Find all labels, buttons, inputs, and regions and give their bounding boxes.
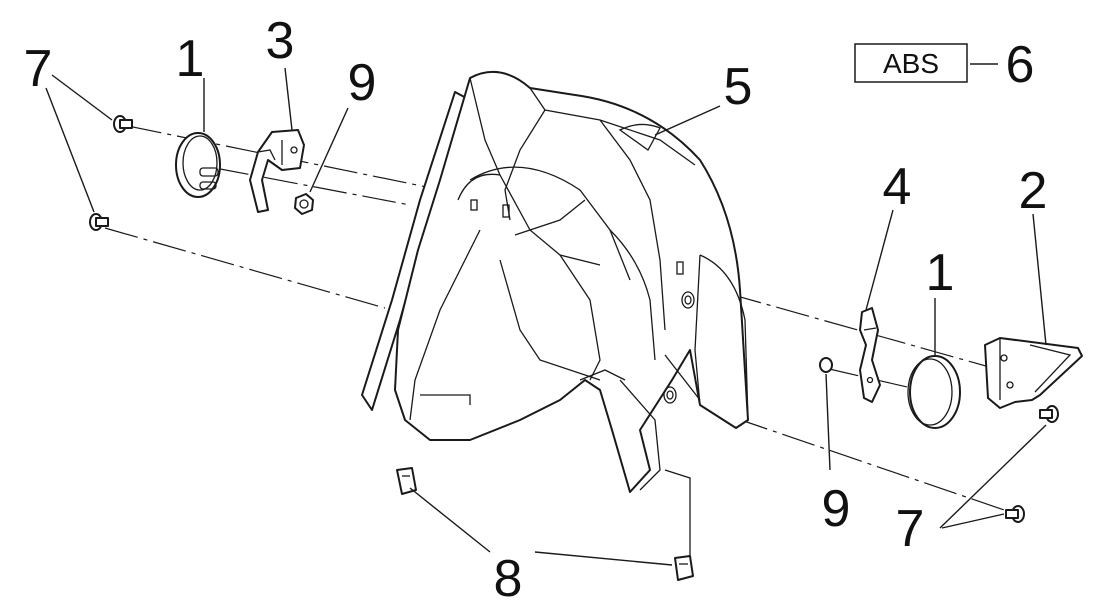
callout-5: 5 [724, 58, 753, 116]
callout-9-top: 9 [348, 54, 377, 112]
stay-bracket-right [984, 337, 1083, 409]
leader-lines [45, 63, 1047, 566]
callout-7-left: 7 [24, 40, 53, 98]
bracket-right [859, 307, 881, 403]
front-fender [361, 71, 749, 558]
clip-right [674, 555, 694, 581]
callout-9-bottom: 9 [822, 480, 851, 538]
abs-label-box: ABS [854, 43, 968, 83]
callout-6: 6 [1006, 36, 1035, 94]
callout-1-left: 1 [176, 30, 205, 88]
bracket-left [249, 129, 305, 213]
callout-8: 8 [494, 550, 523, 608]
clip-left [396, 467, 417, 495]
screw-right-bottom [1005, 505, 1025, 523]
abs-label: ABS [883, 48, 939, 79]
nut-left [294, 193, 314, 215]
screw-right-top [1039, 405, 1059, 423]
nut-right [819, 357, 833, 373]
reflector-left [175, 132, 221, 198]
callout-1-right: 1 [926, 244, 955, 302]
callout-numbers: 7 1 3 9 5 6 4 2 1 9 7 8 [24, 12, 1048, 608]
callout-7-right: 7 [896, 500, 925, 558]
reflector-right [907, 355, 961, 429]
screw-left-bottom [89, 213, 109, 231]
callout-4: 4 [883, 158, 912, 216]
callout-2: 2 [1019, 162, 1048, 220]
screw-left-top [113, 115, 133, 133]
callout-3: 3 [266, 12, 295, 70]
